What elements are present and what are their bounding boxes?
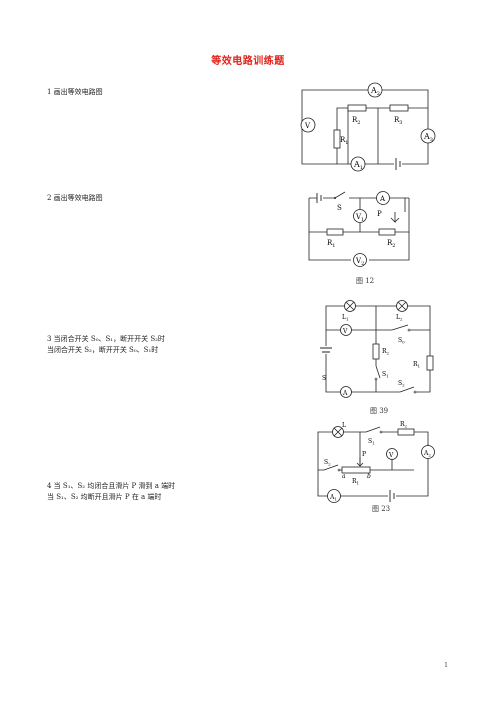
svg-text:A1: A1: [329, 494, 337, 502]
svg-text:V2: V2: [355, 257, 364, 267]
battery-s: S: [320, 346, 332, 382]
svg-text:L1: L1: [342, 314, 349, 322]
question-3-line-2: 当闭合开关 S₂，断开开关 S₀、S₁时: [47, 346, 159, 354]
svg-text:A: A: [379, 195, 386, 203]
ammeter-a2: A2: [367, 82, 383, 98]
svg-text:R2: R2: [387, 239, 395, 249]
svg-text:S1: S1: [368, 438, 375, 446]
svg-text:P: P: [362, 451, 366, 458]
circuit-diagram-2: S A V1 P R1 R2 V2: [308, 191, 410, 267]
battery: [394, 158, 402, 170]
svg-text:R2: R2: [400, 421, 408, 429]
ammeter-a: A: [340, 386, 352, 398]
svg-text:A3: A3: [423, 132, 433, 143]
svg-text:L2: L2: [396, 314, 403, 322]
svg-text:R2: R2: [382, 348, 390, 356]
svg-text:S0: S0: [398, 337, 405, 345]
lamp-l2: L2: [396, 300, 408, 322]
circuit-diagram-3: L1 L2 V S0 R2 S1 R1 S S2: [320, 300, 434, 398]
resistor-r1: R1: [413, 355, 434, 371]
question-4-line-1: 4 当 S₁、S₂ 均闭合且滑片 P 滑到 a 端时: [47, 482, 176, 490]
battery: [388, 490, 396, 502]
resistor-r2: R2: [397, 421, 415, 436]
voltmeter-v: V: [386, 448, 398, 460]
question-2: 2 画出等效电路图: [47, 193, 103, 204]
switch-s2: S2: [398, 380, 417, 395]
page-number: 1: [444, 662, 448, 669]
svg-text:A1: A1: [353, 160, 363, 171]
rheostat-r1: a b R1 P: [341, 451, 371, 486]
svg-text:R1: R1: [327, 239, 335, 249]
svg-text:R3: R3: [394, 116, 402, 126]
switch-s1: S1: [365, 426, 383, 446]
switch-s: S: [334, 197, 342, 212]
svg-text:S: S: [322, 375, 326, 382]
question-1: 1 画出等效电路图: [47, 87, 103, 98]
question-2-line-1: 2 画出等效电路图: [47, 194, 103, 202]
switch-s1: S1: [373, 365, 389, 381]
resistor-r3: R3: [389, 104, 409, 126]
svg-text:V1: V1: [355, 213, 364, 223]
svg-text:b: b: [367, 473, 371, 480]
svg-text:R1: R1: [352, 478, 359, 486]
svg-text:A2: A2: [423, 450, 431, 458]
question-4-line-2: 当 S₁、S₂ 均断开且滑片 P 在 a 端时: [47, 493, 162, 501]
voltmeter-v2: V2: [353, 253, 367, 267]
ammeter-a: A: [376, 191, 390, 205]
ammeter-a1: A1: [350, 156, 366, 172]
figure-3-caption: 图 39: [370, 407, 389, 415]
figure-4-caption: 图 23: [372, 505, 391, 513]
page-title: 等效电路训练题: [211, 56, 285, 67]
resistor-r2: R2: [347, 104, 367, 126]
circuit-diagram-4: L S1 R2 S2 a b R1 P V A2 A1: [317, 421, 435, 503]
battery: [316, 193, 322, 203]
ammeter-a1: A1: [327, 489, 341, 503]
resistor-r1: R1: [326, 228, 344, 249]
svg-text:a: a: [342, 473, 346, 480]
voltmeter-v: V: [300, 117, 316, 133]
question-4: 4 当 S₁、S₂ 均闭合且滑片 P 滑到 a 端时 当 S₁、S₂ 均断开且滑…: [47, 481, 175, 503]
voltmeter-v1: V1: [353, 209, 367, 223]
question-3-line-1: 3 当闭合开关 S₀、S₁，断开开关 S₂时: [47, 335, 165, 343]
switch-s2: S2: [323, 459, 341, 473]
svg-text:S1: S1: [382, 371, 389, 379]
svg-text:S2: S2: [398, 380, 405, 388]
svg-text:V: V: [304, 122, 311, 130]
question-3: 3 当闭合开关 S₀、S₁，断开开关 S₂时 当闭合开关 S₂，断开开关 S₀、…: [47, 334, 165, 356]
resistor-r1: R1: [333, 107, 348, 164]
svg-text:V: V: [342, 328, 348, 335]
svg-text:R1: R1: [413, 361, 420, 369]
svg-text:V: V: [388, 452, 394, 459]
svg-text:L: L: [342, 422, 346, 429]
ammeter-a2: A2: [421, 445, 435, 459]
svg-text:R1: R1: [340, 136, 348, 146]
lamp-l1: L1: [342, 300, 356, 322]
svg-text:S2: S2: [324, 459, 331, 467]
slider-p-label: P: [377, 210, 382, 218]
question-1-line-1: 1 画出等效电路图: [47, 88, 103, 96]
svg-text:S: S: [337, 204, 342, 212]
ammeter-a3: A3: [420, 128, 436, 144]
switch-s0: S0: [391, 324, 411, 345]
voltmeter-v: V: [340, 324, 352, 336]
svg-text:A: A: [342, 390, 348, 397]
circuit-diagram-1: A2 R2 R3 R1 V A1 A3: [300, 82, 436, 172]
resistor-r2: R2: [372, 343, 390, 360]
svg-text:A2: A2: [370, 86, 380, 97]
svg-text:R2: R2: [352, 116, 360, 126]
lamp-l: L: [332, 422, 346, 438]
rheostat-r2: R2: [378, 228, 395, 249]
figure-2-caption: 图 12: [356, 277, 375, 285]
